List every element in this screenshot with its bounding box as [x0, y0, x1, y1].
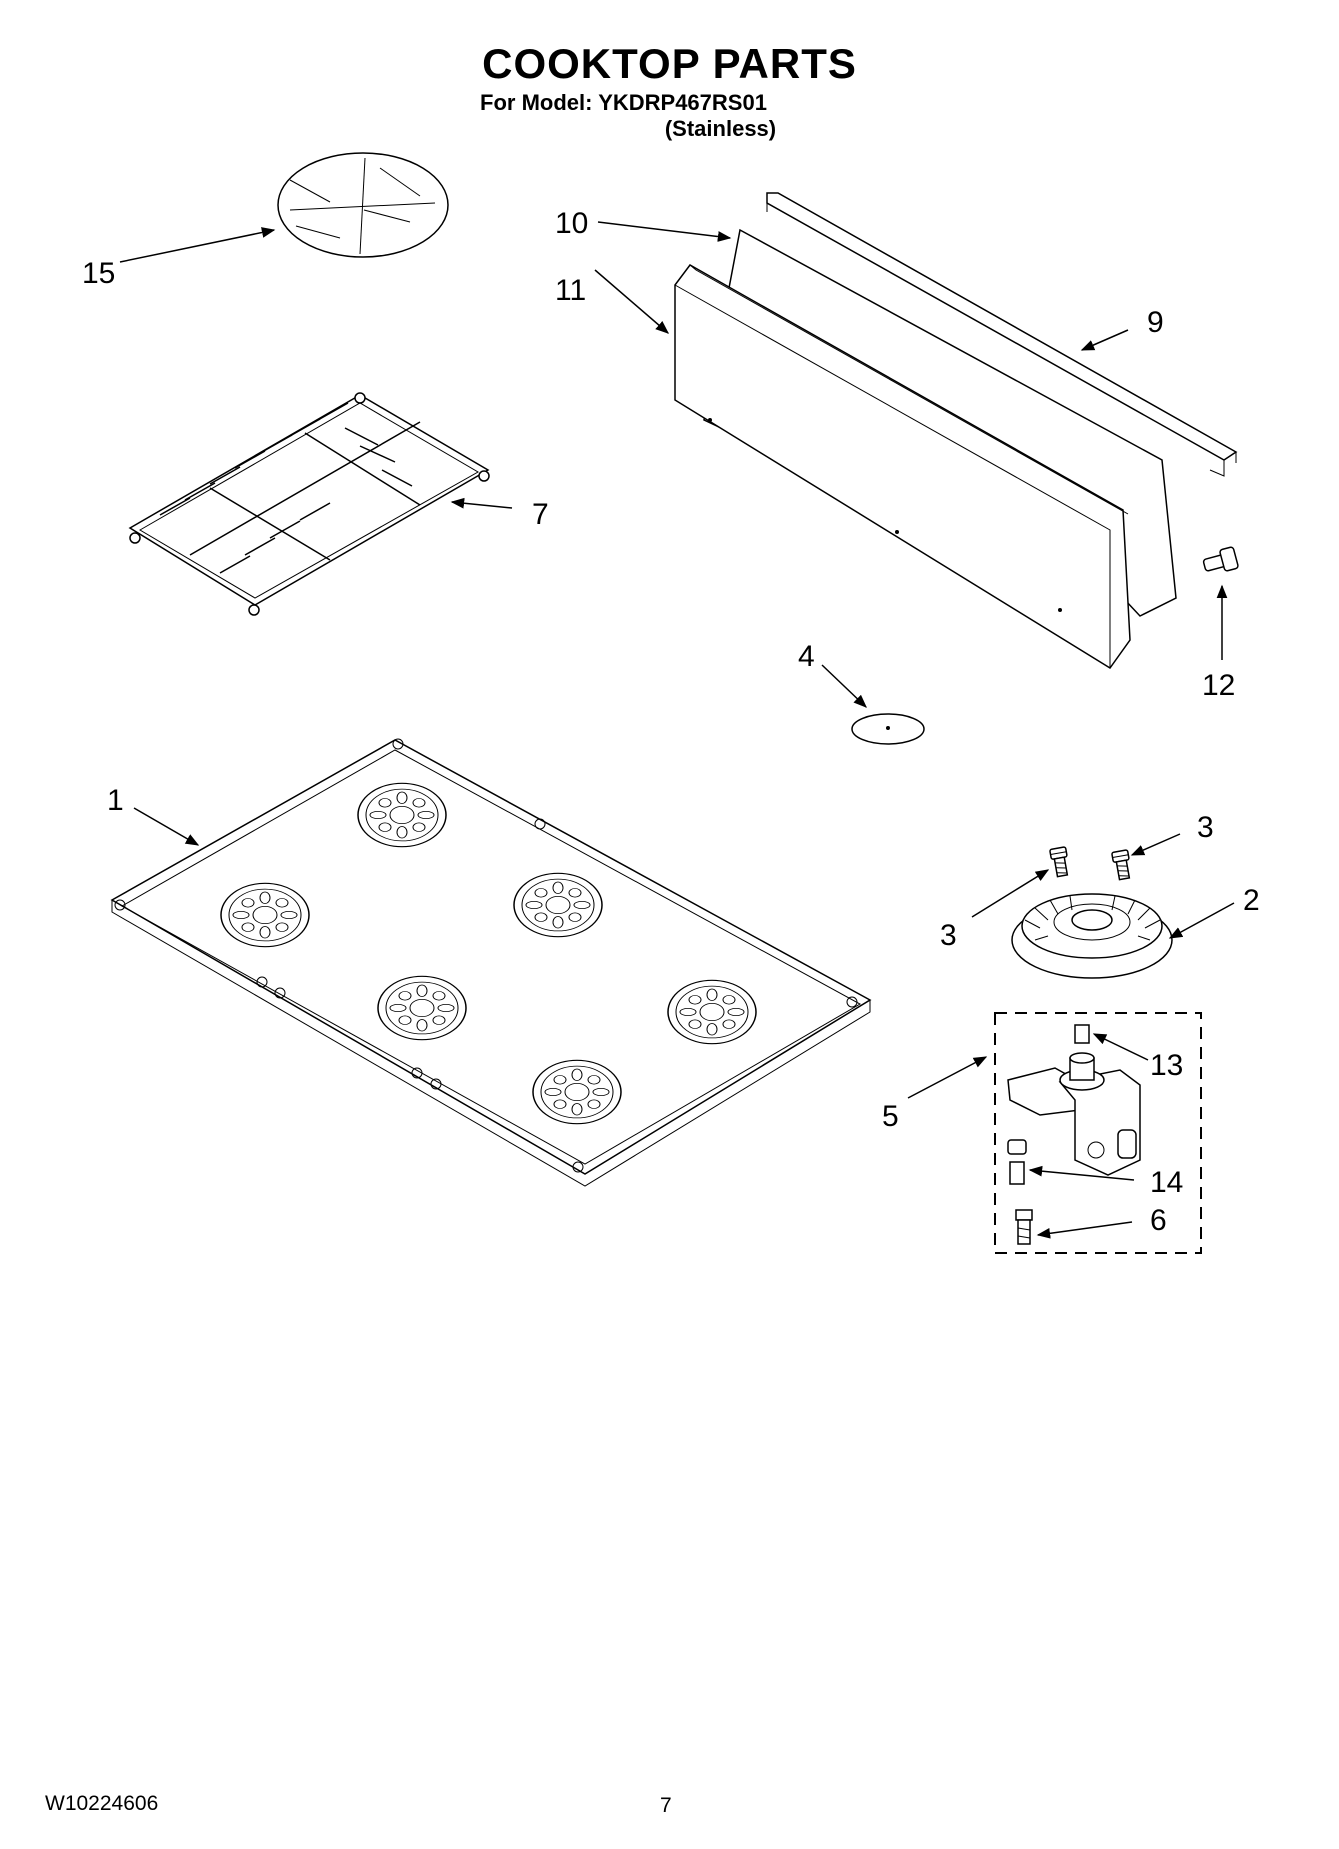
part-7-burner-grate: [128, 392, 490, 616]
callout-14: 14: [1150, 1166, 1183, 1199]
model-line: For Model: YKDRP467RS01: [480, 90, 767, 115]
part-11-backguard-panel: [674, 264, 1131, 670]
callout-3-left: 3: [940, 919, 957, 952]
part-2-burner-base: [1011, 893, 1173, 979]
part-15-oval-cover: [277, 152, 449, 258]
part-3-screws: [1048, 846, 1134, 881]
part-12-screw: [1202, 546, 1239, 572]
part-4-burner-cap: [851, 713, 925, 745]
callout-11: 11: [555, 274, 586, 307]
part-1-cooktop: [110, 738, 872, 1187]
callout-9: 9: [1147, 306, 1164, 339]
variant-line: (Stainless): [664, 116, 777, 141]
callout-4: 4: [798, 640, 815, 673]
part-5-valve-assembly: [1007, 1024, 1141, 1245]
page-number: 7: [660, 1794, 672, 1817]
part-5-valve-assembly-box: [994, 1012, 1202, 1254]
callout-7: 7: [532, 498, 549, 531]
leader-arrows: [119, 221, 1235, 1239]
callout-2: 2: [1243, 884, 1260, 917]
document-number: W10224606: [45, 1792, 159, 1815]
callout-15: 15: [82, 257, 115, 290]
callout-5: 5: [882, 1100, 899, 1133]
callout-12: 12: [1202, 669, 1235, 702]
callout-3-right: 3: [1197, 811, 1214, 844]
page-title: COOKTOP PARTS: [482, 40, 857, 87]
callout-6: 6: [1150, 1204, 1167, 1237]
callout-13: 13: [1150, 1049, 1183, 1082]
callout-10: 10: [555, 207, 588, 240]
part-9-trim-strip: [766, 192, 1238, 477]
callout-1: 1: [107, 784, 124, 817]
